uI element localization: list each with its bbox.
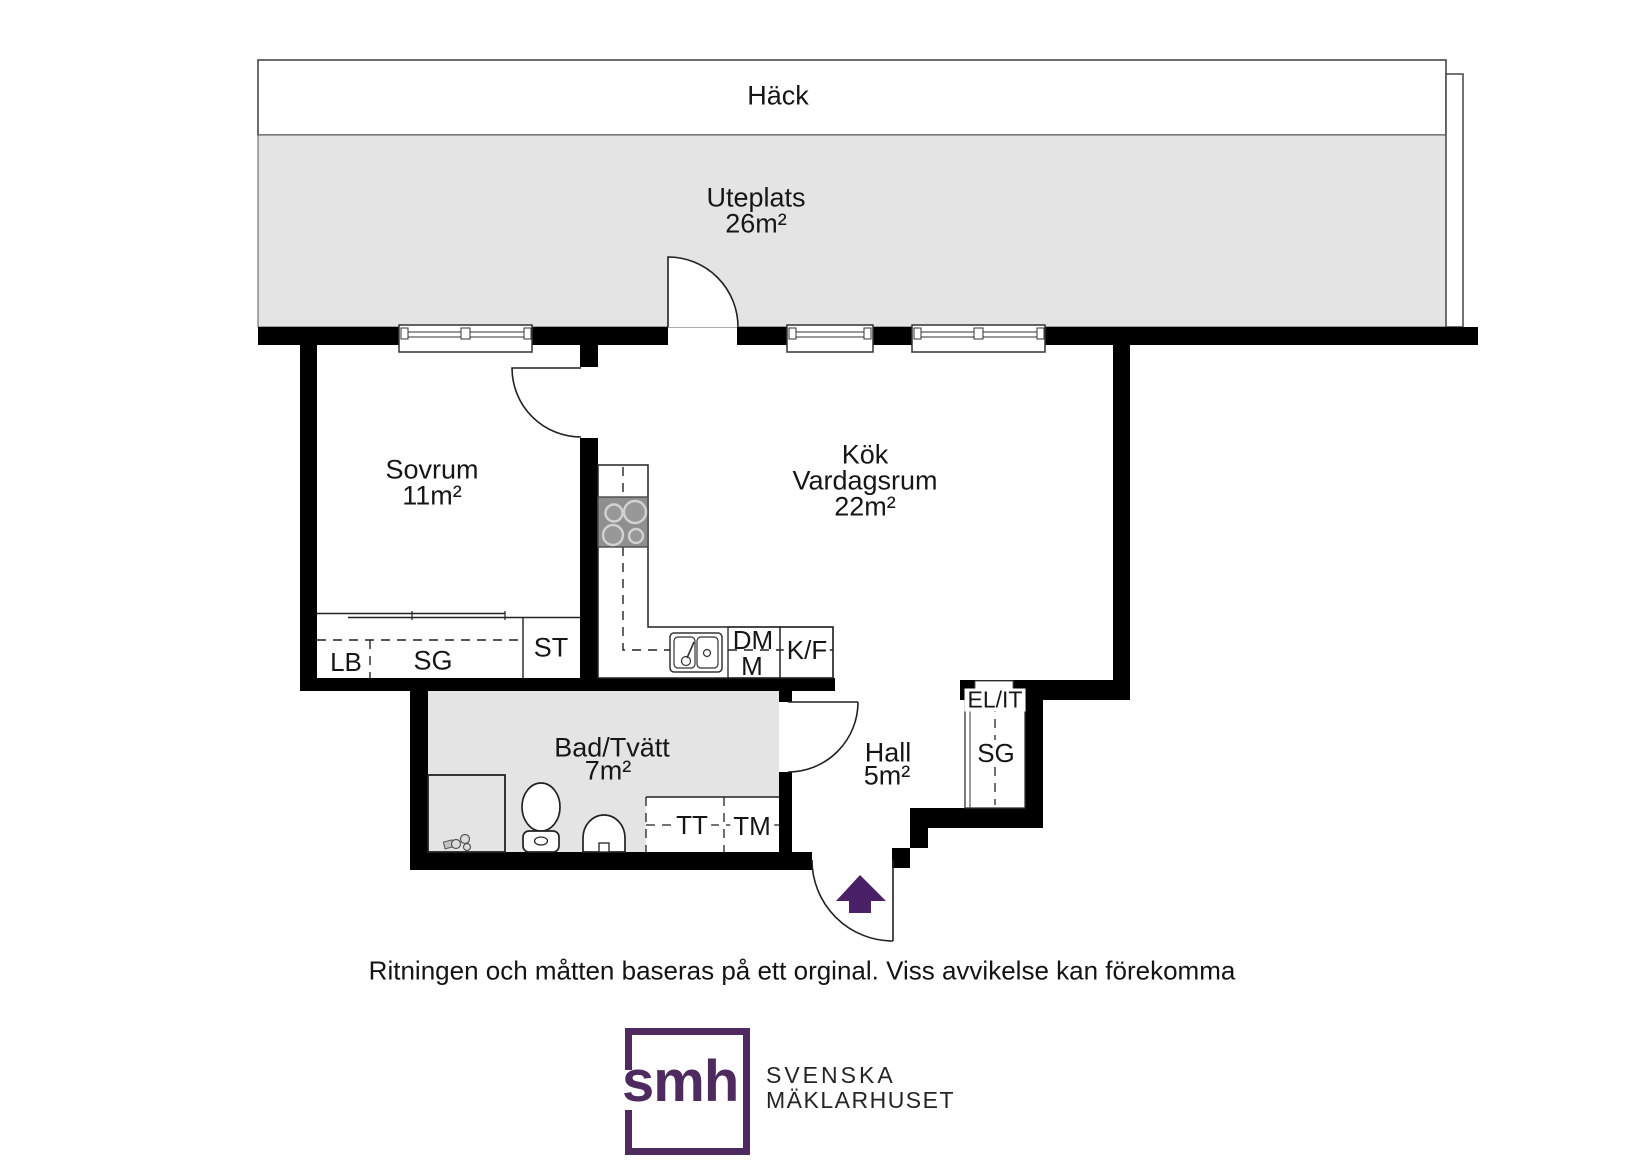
window-bedroom (398, 324, 533, 353)
dryer-label: TT (673, 812, 711, 838)
el-it-closet-label: EL/IT (964, 688, 1026, 712)
bedroom-name: Sovrum (385, 454, 479, 485)
logo-company-line1: SVENSKA (766, 1062, 896, 1088)
bedroom-size: 11m² (402, 480, 462, 511)
wardrobe-sg-label: SG (413, 645, 453, 676)
wardrobe-row (317, 611, 580, 678)
counter-centerline (622, 467, 833, 651)
window-livingroom-1 (786, 324, 874, 353)
logo-square-patch (619, 1070, 634, 1110)
bath-door-swing-icon (787, 701, 859, 773)
fridge-freezer-label: K/F (783, 637, 831, 663)
stove-icon (597, 496, 649, 548)
logo-square-icon (625, 1028, 750, 1155)
wardrobe-lb-label: LB (330, 647, 362, 677)
patio-name: Uteplats (706, 182, 806, 213)
disclaimer-text: Ritningen och måtten baseras på ett orgi… (368, 955, 1236, 986)
washer-label: TM (730, 813, 774, 839)
kitchen-size: 22m² (834, 491, 896, 522)
hedge-strip (257, 59, 1447, 136)
logo-company-line2: MÄKLARHUSET (766, 1087, 956, 1113)
hall-sg-label: SG (974, 740, 1018, 766)
floor-drain-icon (442, 833, 472, 852)
logo-monogram: smh (622, 1049, 739, 1114)
bath-size: 7m² (584, 755, 632, 786)
wardrobe-st-label: ST (533, 632, 569, 663)
appliance-boxes (727, 626, 834, 679)
hall-size: 5m² (863, 760, 911, 791)
kitchen-name2: Vardagsrum (792, 465, 938, 496)
window-livingroom-2 (911, 324, 1046, 353)
patio-side-strip (1445, 73, 1464, 328)
patio-floor (257, 134, 1447, 328)
microwave-label: M (741, 651, 763, 681)
basin-icon (582, 814, 626, 853)
bath-name: Bad/Tvätt (554, 732, 670, 763)
entrance-door-swing-icon (811, 859, 894, 942)
kitchen-name: Kök (841, 439, 889, 470)
hall-name: Hall (864, 737, 912, 768)
hedge-label: Häck (747, 80, 809, 111)
dishwasher-label: DM (732, 625, 774, 655)
toilet-icon (521, 782, 561, 853)
patio-size: 26m² (725, 208, 787, 239)
bedroom-door-swing-icon (511, 367, 582, 438)
patio-door-swing-icon (667, 256, 739, 328)
sink-icon (669, 632, 723, 673)
entrance-arrow-icon (836, 875, 886, 913)
